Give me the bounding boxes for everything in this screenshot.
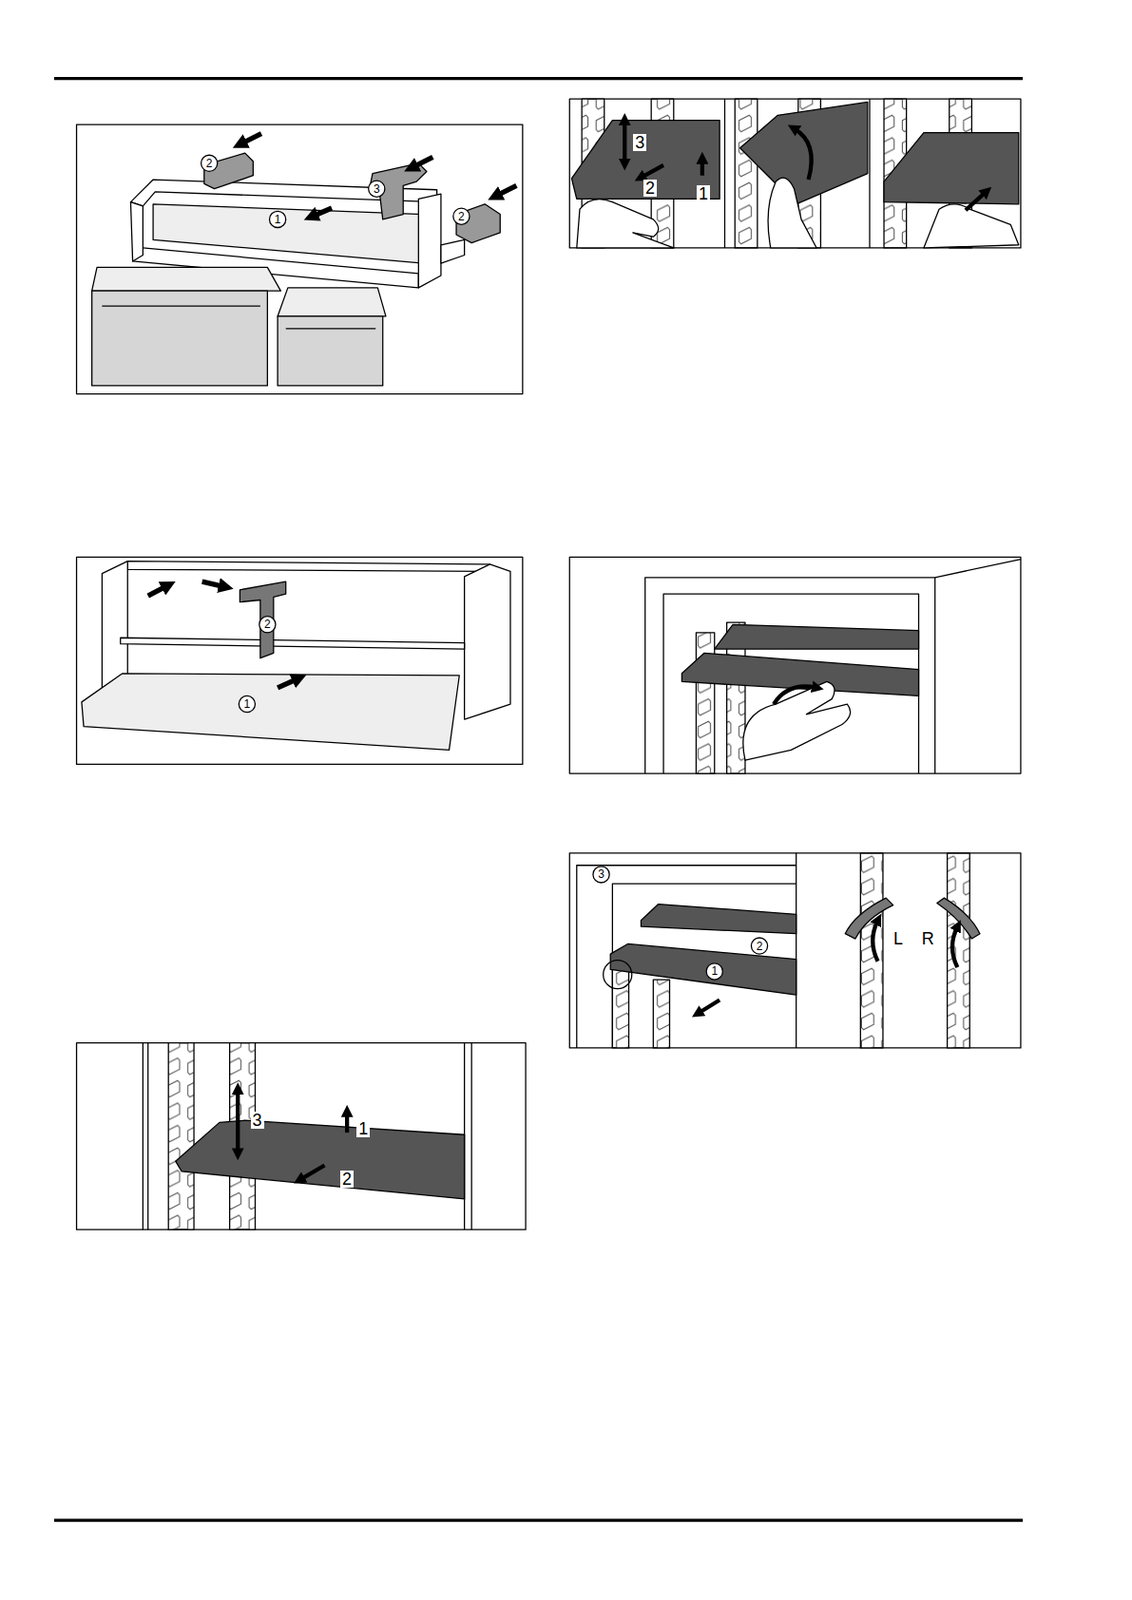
step-label: R bbox=[920, 930, 937, 948]
callout-number: 2 bbox=[458, 211, 465, 223]
step-label: 2 bbox=[340, 1170, 354, 1189]
step-label: 1 bbox=[696, 185, 710, 203]
callout-number: 2 bbox=[756, 940, 764, 953]
callout-number: 2 bbox=[264, 618, 271, 631]
step-label: 2 bbox=[643, 179, 657, 197]
callout-number: 1 bbox=[710, 965, 718, 978]
step-label: 1 bbox=[356, 1120, 370, 1138]
step-label: L bbox=[891, 930, 905, 948]
callout-number: 1 bbox=[274, 213, 282, 226]
callout-number: 2 bbox=[206, 157, 213, 170]
callout-number: 3 bbox=[597, 868, 605, 881]
step-label: 3 bbox=[250, 1112, 265, 1130]
callout-number: 3 bbox=[373, 183, 381, 195]
step-label: 3 bbox=[633, 134, 647, 152]
callout-number: 1 bbox=[244, 698, 251, 710]
